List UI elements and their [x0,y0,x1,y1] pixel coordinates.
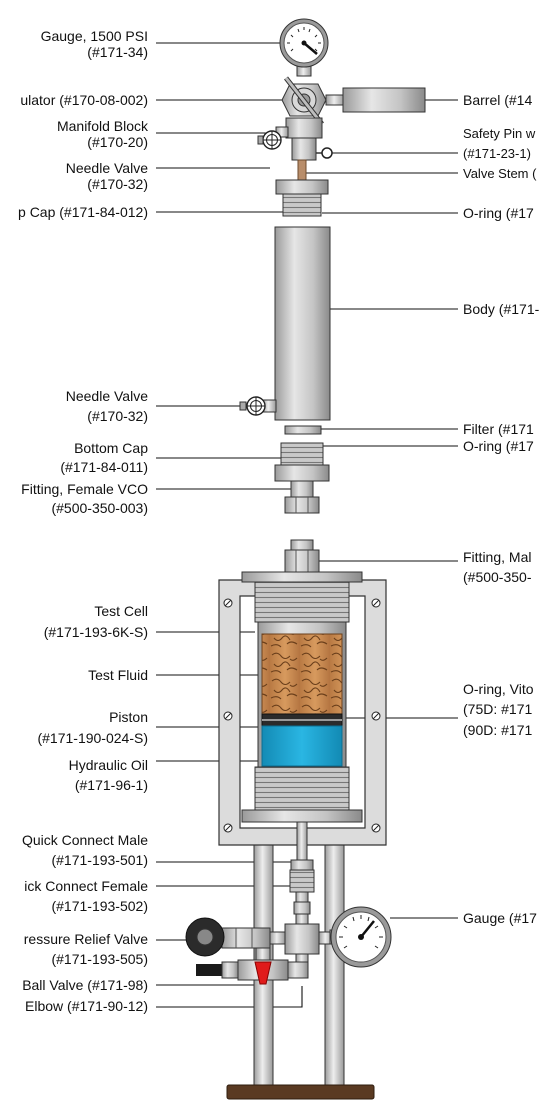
label-needle-valve-lower: Needle Valve [66,388,148,404]
label-fitting-female-vco-part: (#500-350-003) [51,500,148,516]
needle-valve-top [258,131,281,149]
label-regulator: ulator (#170-08-002) [20,92,148,108]
fitting-male-vco [285,540,319,572]
labels-left: Gauge, 1500 PSI (#171-34) ulator (#170-0… [18,28,149,1014]
stand-rod-right [325,845,344,1090]
test-fluid [262,634,342,714]
label-piston: Piston [109,709,148,725]
label-filter: Filter (#171 [463,421,534,437]
labels-right: Barrel (#14 Safety Pin w (#171-23-1) Val… [463,92,540,926]
label-needle-valve-top-part: (#170-32) [87,176,148,192]
label-o-ring-viton-75d: (75D: #171 [463,701,532,717]
stand-base [227,1085,374,1099]
label-bottom-cap: Bottom Cap [74,440,148,456]
label-test-cell: Test Cell [94,603,148,619]
label-test-cell-part: (#171-193-6K-S) [44,624,148,640]
label-pressure-relief-valve: ressure Relief Valve [24,931,148,947]
label-o-ring-viton-90d: (90D: #171 [463,722,532,738]
valve-stem [298,160,306,180]
label-valve-stem: Valve Stem ( [463,166,537,181]
label-body: Body (#171- [463,301,540,317]
quick-connect-female [290,870,314,914]
label-gauge-bottom: Gauge (#17 [463,910,537,926]
top-gauge [280,19,328,76]
label-quick-connect-male: Quick Connect Male [22,832,148,848]
label-barrel: Barrel (#14 [463,92,532,108]
label-quick-connect-female: ick Connect Female [24,878,148,894]
label-pressure-relief-valve-part: (#171-193-505) [51,951,148,967]
regulator [282,78,344,124]
needle-valve-lower [240,397,276,415]
bottom-gauge [330,907,391,967]
hydraulic-oil [262,726,342,766]
label-manifold-block-part: (#170-20) [87,134,148,150]
safety-pin [292,138,332,160]
label-elbow: Elbow (#171-90-12) [25,998,148,1014]
label-safety-pin-part: (#171-23-1) [463,146,531,161]
label-quick-connect-female-part: (#171-193-502) [51,898,148,914]
label-safety-pin: Safety Pin w [463,126,536,141]
elbow [288,962,308,978]
label-hydraulic-oil-part: (#171-96-1) [75,777,148,793]
barrel [343,88,425,112]
label-quick-connect-male-part: (#171-193-501) [51,852,148,868]
piston [262,714,342,726]
label-o-ring-top: O-ring (#17 [463,205,534,221]
quick-connect-male [291,860,313,870]
label-gauge-1500psi-part: (#171-34) [87,44,148,60]
label-needle-valve-lower-part: (#170-32) [87,408,148,424]
fitting-female-vco [285,481,319,513]
label-bottom-cap-part: (#171-84-011) [60,459,148,475]
label-o-ring-bottom: O-ring (#17 [463,438,534,454]
label-test-fluid: Test Fluid [88,667,148,683]
label-fitting-male: Fitting, Mal [463,549,531,565]
label-piston-part: (#171-190-024-S) [37,730,148,746]
bottom-cap [275,443,329,481]
body [275,227,330,420]
label-needle-valve-top: Needle Valve [66,160,148,176]
label-o-ring-viton: O-ring, Vito [463,681,534,697]
test-cell-bottom-cap [242,767,362,822]
manifold-block [276,118,322,138]
test-cell-top-cap [242,572,362,622]
label-manifold-block: Manifold Block [57,118,149,134]
label-fitting-male-part: (#500-350- [463,569,532,585]
label-top-cap: p Cap (#171-84-012) [18,204,148,220]
outlet-tube [297,822,307,860]
label-fitting-female-vco: Fitting, Female VCO [21,481,148,497]
label-hydraulic-oil: Hydraulic Oil [69,757,148,773]
label-ball-valve: Ball Valve (#171-98) [22,977,148,993]
filter [285,426,321,434]
top-cap [276,180,328,216]
label-gauge-1500psi: Gauge, 1500 PSI [41,28,148,44]
